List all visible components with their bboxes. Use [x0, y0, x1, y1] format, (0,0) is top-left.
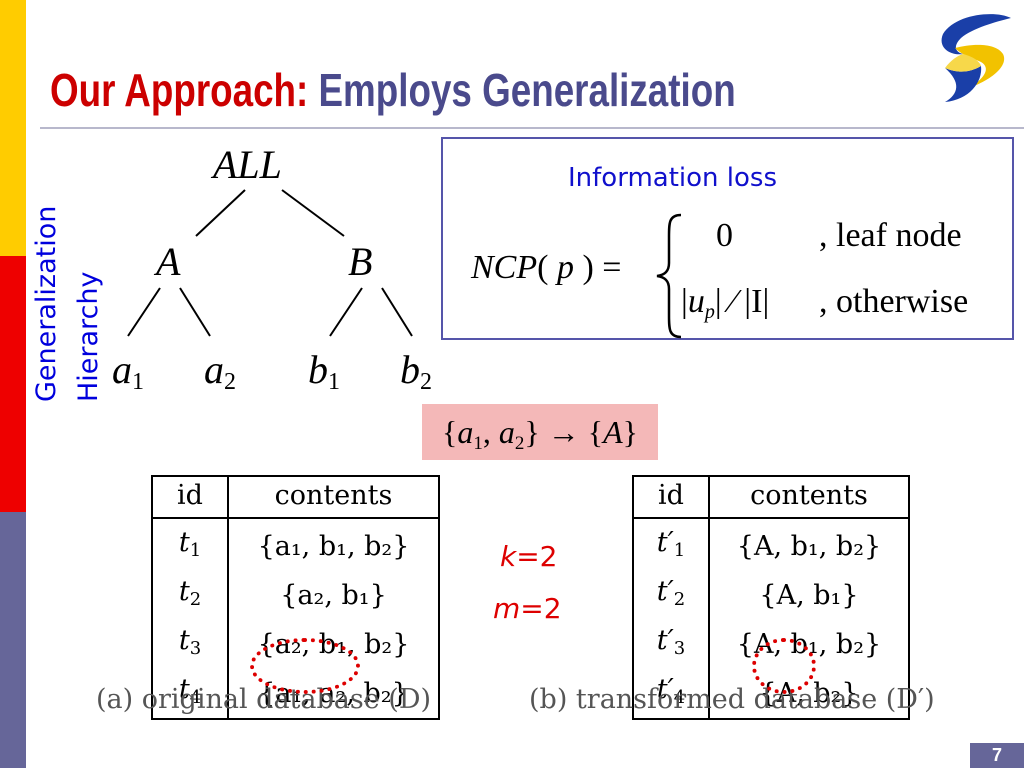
page-number: 7 — [970, 743, 1024, 768]
param-m: m=2 — [493, 592, 562, 625]
original-table-caption: (a) original database (D) — [96, 684, 432, 715]
title-emphasis: Our Approach: — [50, 64, 309, 116]
hierarchy-edges — [127, 189, 413, 337]
node-a: A — [156, 239, 181, 284]
edge-b-b1 — [329, 287, 363, 337]
case2-value: |up| ⁄ |I| — [681, 283, 770, 323]
table-row: t1 {a₁, b₁, b₂} — [152, 518, 439, 571]
side-bar-red — [0, 256, 26, 512]
row-id: t′3 — [633, 620, 710, 669]
transformed-table-caption: (b) transformed database (D′) — [529, 684, 935, 715]
information-loss-title: Information loss — [568, 163, 777, 193]
col-header-id: id — [633, 476, 710, 519]
row-contents: {a₁, b₁, b₂} — [257, 531, 410, 562]
case2-condition: , otherwise — [819, 283, 969, 320]
table-row: t2 {a₂, b₁} — [152, 571, 439, 620]
side-bar-yellow — [0, 0, 26, 256]
param-k: k=2 — [500, 540, 558, 573]
case1-condition: , leaf node — [819, 217, 962, 254]
node-b: B — [348, 239, 373, 284]
slide-title: Our Approach: Employs Generalization — [50, 58, 736, 122]
hierarchy-label-line1: Generalization — [31, 205, 62, 402]
row-id: t′1 — [633, 518, 710, 571]
table-row: t′2 {A, b₁} — [633, 571, 909, 620]
col-header-contents: contents — [228, 476, 439, 519]
logo-icon — [941, 14, 1011, 102]
information-loss-box: Information loss NCP( p ) = 0 |up| ⁄ |I|… — [441, 137, 1014, 340]
edge-all-b — [281, 189, 345, 237]
node-all: ALL — [213, 142, 282, 187]
row-id: t1 — [152, 518, 229, 571]
u-var: up — [687, 283, 715, 323]
original-database-table: id contents t1 {a₁, b₁, b₂} t2 {a₂, b₁} … — [151, 475, 440, 720]
row-contents: {A, b₁} — [759, 580, 859, 611]
title-divider — [40, 127, 1024, 129]
edge-b-b2 — [381, 287, 413, 337]
row-contents: {a₂, b₁} — [280, 580, 387, 611]
table-row: t′1 {A, b₁, b₂} — [633, 518, 909, 571]
highlight-circle-transformed — [752, 638, 816, 694]
generalization-mapping: {a1, a2} → {A} — [422, 404, 658, 460]
node-b2: b2 — [400, 347, 432, 396]
row-contents: {A, b₁, b₂} — [736, 531, 882, 562]
row-id: t2 — [152, 571, 229, 620]
generalization-hierarchy: ALL A B a1 a2 b1 b2 — [100, 140, 450, 410]
ncp-formula-lhs: NCP( p ) = — [471, 249, 622, 286]
edge-all-a — [195, 189, 246, 237]
title-rest: Employs Generalization — [318, 64, 736, 116]
row-id: t4 — [152, 669, 229, 719]
col-header-id: id — [152, 476, 229, 519]
edge-a-a1 — [127, 287, 161, 337]
row-id: t3 — [152, 620, 229, 669]
row-id: t′4 — [633, 669, 710, 719]
row-id: t′2 — [633, 571, 710, 620]
cases-brace-icon — [656, 213, 682, 339]
node-b1: b1 — [308, 347, 340, 396]
node-a2: a2 — [204, 347, 236, 396]
highlight-circle-original — [250, 638, 360, 694]
col-header-contents: contents — [709, 476, 909, 519]
side-bar-blue — [0, 512, 26, 768]
node-a1: a1 — [112, 347, 144, 396]
edge-a-a2 — [179, 287, 211, 337]
case1-value: 0 — [716, 217, 733, 254]
